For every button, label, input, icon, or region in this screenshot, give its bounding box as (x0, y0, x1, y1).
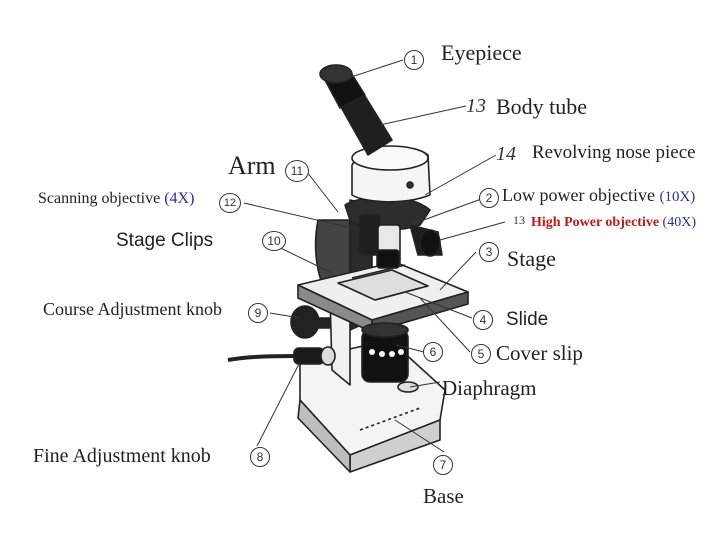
leader-lines (243, 59, 506, 453)
condenser-shape (361, 322, 419, 393)
number-7: 7 (433, 455, 453, 475)
head-shape (351, 145, 431, 203)
label-scanning-objective: Scanning objective (4X) (38, 191, 194, 207)
number-1: 1 (404, 50, 424, 70)
scanning-objective-text: Scanning objective (38, 190, 161, 207)
number-6: 6 (423, 342, 443, 362)
number-8: 8 (250, 447, 270, 467)
label-arm: Arm (228, 151, 276, 180)
number-12: 12 (219, 193, 241, 213)
low-power-objective-text: Low power objective (502, 185, 655, 205)
number-3: 3 (479, 242, 499, 262)
high-power-magnification: (40X) (662, 215, 696, 230)
nosepiece-shape (344, 196, 443, 269)
knob-shapes (227, 305, 336, 366)
label-base: Base (423, 484, 464, 508)
number-2: 2 (479, 188, 499, 208)
number-5: 5 (471, 344, 491, 364)
low-power-magnification: (10X) (659, 189, 696, 205)
label-fine-adjustment-knob: Fine Adjustment knob (33, 445, 211, 467)
number-14: 14 (496, 143, 516, 165)
scanning-magnification: (4X) (164, 190, 195, 207)
number-11: 11 (285, 160, 309, 182)
number-9: 9 (248, 303, 268, 323)
label-revolving-nose-piece: Revolving nose piece (532, 142, 696, 163)
label-diaphragm: Diaphragm (442, 376, 537, 400)
label-cover-slip: Cover slip (496, 341, 583, 365)
label-slide: Slide (506, 309, 549, 330)
stage-shape (297, 261, 469, 333)
label-body-tube: Body tube (496, 94, 588, 119)
number-13-body-tube: 13 (466, 95, 486, 117)
label-stage-clips: Stage Clips (116, 230, 214, 251)
label-stage: Stage (507, 246, 556, 271)
number-13-high-power: 13 (513, 213, 525, 227)
label-coarse-adjustment-knob: Course Adjustment knob (43, 299, 222, 319)
number-4: 4 (473, 310, 493, 330)
number-10: 10 (262, 231, 286, 251)
high-power-objective-text: High Power objective (531, 215, 660, 230)
label-eyepiece: Eyepiece (441, 40, 522, 65)
label-high-power-objective: High Power objective (40X) (531, 216, 696, 230)
label-low-power-objective: Low power objective (10X) (502, 186, 695, 205)
tube-shape (319, 64, 393, 156)
